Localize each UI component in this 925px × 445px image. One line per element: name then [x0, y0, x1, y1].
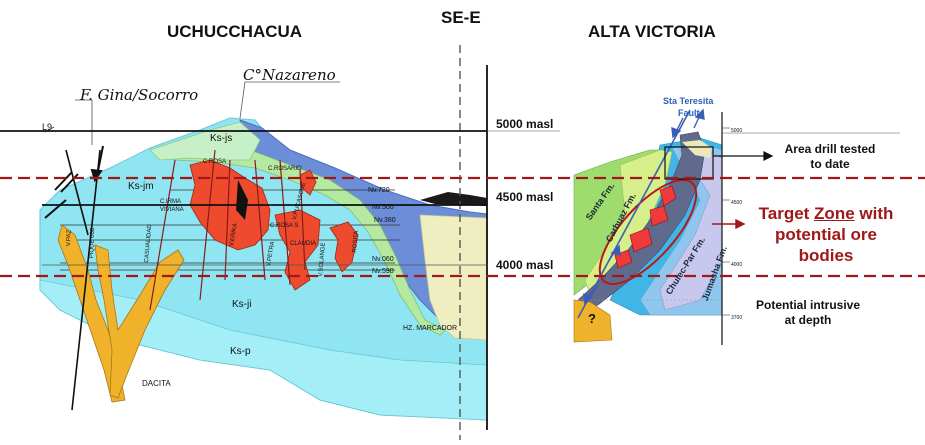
dacite-dike-right — [94, 244, 185, 399]
elev-label-4000: 4000 masl — [496, 258, 554, 272]
fault-word-label: Fault — [678, 108, 700, 118]
formation-black-wedge — [420, 192, 487, 206]
target-zone-arrow — [712, 218, 746, 230]
zone-word: Zone — [814, 204, 855, 223]
vein-label-rosario: C.ROSARIO — [268, 166, 302, 172]
fault-movement-arrows — [583, 108, 705, 306]
vein-label-rosa: C.ROSA — [203, 159, 227, 165]
title-alta-victoria: ALTA VICTORIA — [588, 22, 716, 41]
area-drill-line1: Area drill tested — [784, 142, 876, 156]
orebody-rosita — [299, 169, 317, 196]
level-label-720: Nv.720 — [368, 187, 390, 194]
ore-core-black — [236, 180, 248, 220]
area-drill-tested-label: Area drill tested to date — [770, 142, 890, 172]
formation-label-ks-p: Ks-p — [230, 346, 251, 357]
vein-label-rosita: ROSITA — [351, 230, 360, 253]
target-zone-line3: bodies — [798, 246, 854, 265]
vein-label-solange: V.SOLANGE — [317, 242, 327, 277]
unknown-intrusive-mark: ? — [588, 311, 596, 326]
vein-label-claudia: CLAUDIA — [290, 241, 317, 247]
target-zone-label: Target Zone with potential ore bodies — [736, 203, 916, 266]
title-se-e: SE-E — [441, 8, 481, 27]
fault-cap — [682, 140, 712, 158]
potential-intrusive-label: Potential intrusive at depth — [738, 298, 878, 328]
peak-label-leader — [239, 81, 340, 119]
formation-label-ks-js: Ks-js — [210, 133, 233, 144]
fault-label-gina-socorro: F. Gina/Socorro — [80, 86, 199, 104]
axis-tick-4000: 4000 — [731, 262, 743, 268]
axis-tick-5000: 5000 — [731, 128, 743, 134]
right-axis-ticks — [722, 127, 730, 316]
axis-tick-4500: 4500 — [731, 200, 743, 206]
axis-tick-3700: 3700 — [731, 315, 743, 321]
fault-lines — [65, 149, 101, 411]
formation-label-dacita: DACITA — [142, 379, 171, 388]
level-label-060: Nv.060 — [372, 256, 394, 263]
elev-label-4500: 4500 masl — [496, 190, 554, 204]
target-word: Target — [758, 204, 815, 223]
target-orebodies — [614, 185, 677, 269]
alta-victoria-section — [573, 108, 900, 345]
vein-label-irma: C.IRMA — [160, 199, 181, 205]
target-zone-line1: Target Zone with — [736, 203, 916, 224]
vein-label-rosa-s: C.ROSA S — [270, 223, 299, 229]
orebody-claudia — [329, 221, 359, 273]
with-word: with — [854, 204, 894, 223]
vein-label-viviana: VIVIANA — [160, 207, 184, 213]
sta-teresita-label: Sta Teresita — [663, 96, 714, 106]
formation-label-ks-jm: Ks-jm — [128, 181, 154, 192]
vein-label-paz: V.PAZ — [65, 229, 73, 247]
intrusive-line2: at depth — [784, 313, 832, 327]
corner-label-l9: L9 — [42, 122, 53, 132]
formation-label-ks-ji: Ks-ji — [232, 299, 252, 310]
level-label-380: Nv.380 — [374, 217, 396, 224]
peak-label-nazareno: C°Nazareno — [243, 66, 336, 84]
title-uchucchacua: UCHUCCHACUA — [167, 22, 303, 41]
drill-area-arrow — [713, 151, 774, 161]
fault-label-leader — [75, 99, 93, 145]
vein-label-pique: PIQUE 068 — [88, 227, 97, 259]
area-drill-line2: to date — [810, 157, 850, 171]
level-label-500: Nv.500 — [372, 204, 394, 211]
formation-label-hz-marcador: HZ. MARCADOR — [403, 325, 458, 332]
sta-teresita-fault-line — [577, 109, 691, 319]
target-zone-ellipse — [598, 178, 698, 286]
elev-label-5000: 5000 masl — [496, 117, 554, 131]
target-zone-line2: potential ore — [774, 225, 877, 244]
intrusive-line1: Potential intrusive — [755, 298, 861, 312]
dacite-dike-left — [57, 224, 126, 403]
level-label-590: Nv.590 — [372, 268, 394, 275]
